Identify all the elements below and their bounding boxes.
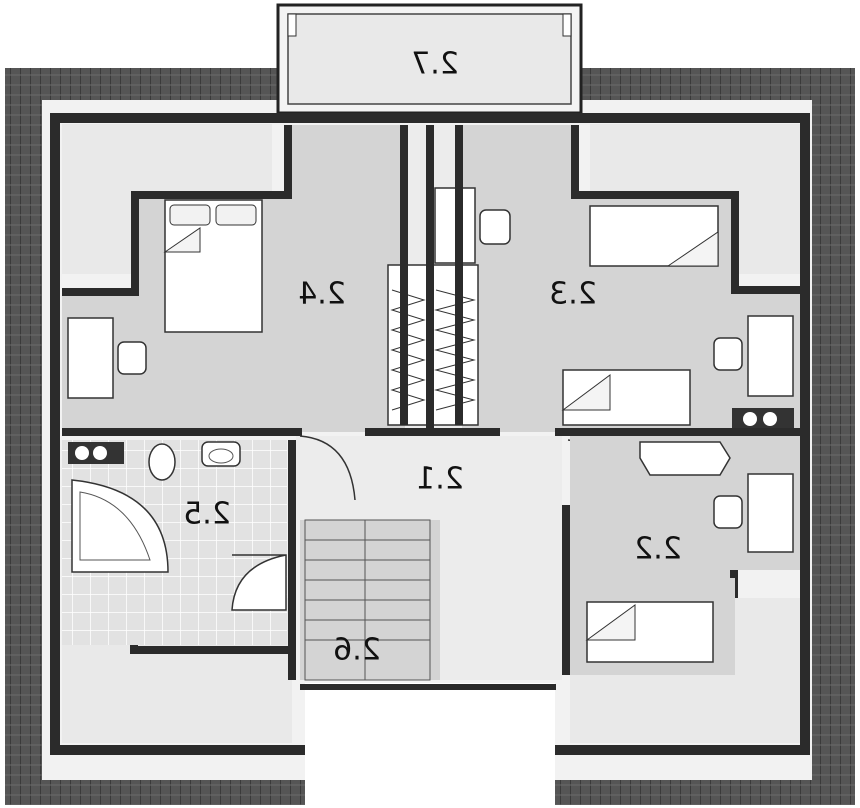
- bedroom-east-north-area: [462, 125, 800, 432]
- hall-area: [296, 435, 623, 681]
- room-label-balcony: 2.7: [411, 47, 459, 82]
- room-label-bathroom: 2.5: [183, 497, 231, 532]
- room-label-bedroom-east-north: 2.3: [549, 277, 597, 312]
- bedroom-east-south-area: [570, 436, 800, 675]
- room-label-bedroom-east-south: 2.2: [634, 532, 682, 567]
- room-label-staircase: 2.6: [333, 633, 381, 668]
- room-label-hall: 2.1: [416, 462, 464, 497]
- south-entrance: [300, 683, 556, 805]
- room-labels: 2.1 2.2 2.3 2.4 2.5 2.6 2.7: [183, 47, 682, 668]
- room-label-bedroom-master: 2.4: [298, 277, 346, 312]
- balcony: [276, 3, 583, 115]
- bedroom-master-area: [62, 125, 405, 432]
- bathroom-area: [62, 440, 287, 645]
